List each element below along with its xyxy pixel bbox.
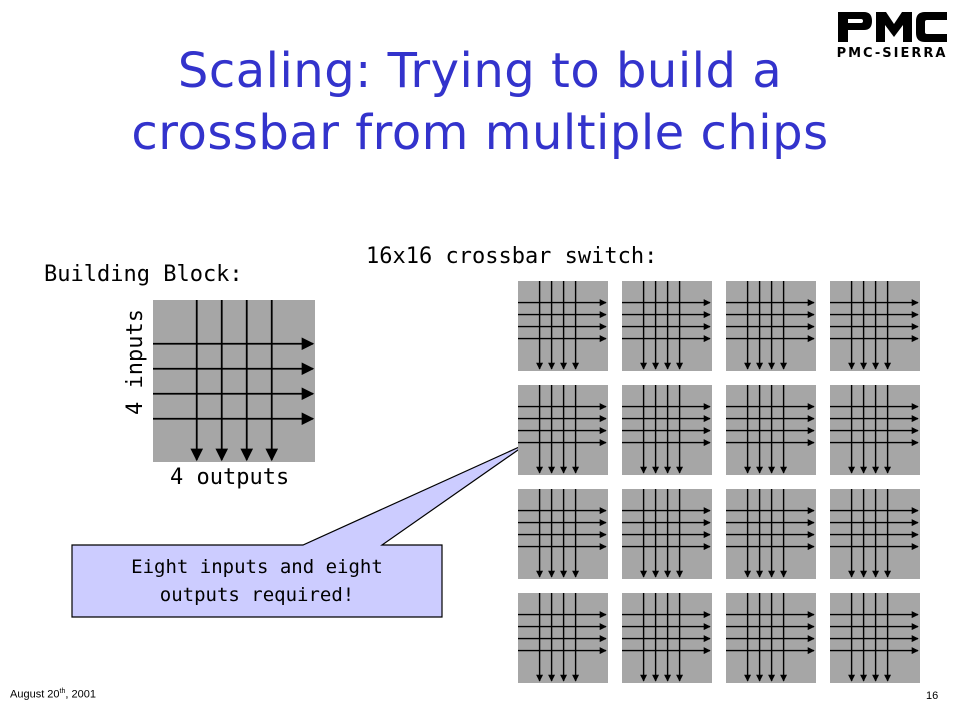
crossbar-chip <box>726 489 816 579</box>
building-block-chip <box>153 300 315 462</box>
crossbar-chip <box>830 385 920 475</box>
crossbar-chip <box>518 385 608 475</box>
crossbar-chip-grid <box>518 281 920 683</box>
footer-date-main: August 20 <box>10 688 60 701</box>
crossbar-chip <box>726 593 816 683</box>
crossbar-label: 16x16 crossbar switch: <box>366 244 658 269</box>
crossbar-chip <box>726 385 816 475</box>
slide-title: Scaling: Trying to build a crossbar from… <box>60 40 900 164</box>
page-number: 16 <box>926 690 939 702</box>
callout-line-1: Eight inputs and eight <box>131 556 383 578</box>
crossbar-chip <box>830 281 920 371</box>
crossbar-chip <box>622 593 712 683</box>
pmc-sierra-logo: PMC-SIERRA <box>832 8 952 70</box>
crossbar-chip <box>518 281 608 371</box>
pmc-logo-mark <box>838 12 947 42</box>
callout-bubble <box>71 442 529 618</box>
crossbar-chip <box>622 489 712 579</box>
footer-date-year: , 2001 <box>65 688 96 701</box>
title-line-2: crossbar from multiple chips <box>131 105 829 161</box>
crossbar-chip <box>622 281 712 371</box>
footer-date: August 20th, 2001 <box>10 688 96 701</box>
building-block <box>153 300 315 462</box>
crossbar-chip <box>518 489 608 579</box>
building-block-label: Building Block: <box>44 262 243 287</box>
crossbar-chip <box>518 593 608 683</box>
footer-date-sup: th <box>59 688 66 695</box>
callout-line-2: outputs required! <box>159 584 355 606</box>
crossbar-chip <box>830 489 920 579</box>
chip-body <box>153 300 315 462</box>
title-line-1: Scaling: Trying to build a <box>177 43 783 99</box>
outputs-label: 4 outputs <box>170 465 290 490</box>
crossbar-chip <box>622 385 712 475</box>
crossbar-chip <box>830 593 920 683</box>
crossbar-chip <box>726 281 816 371</box>
logo-subtext: PMC-SIERRA <box>836 46 948 61</box>
callout-text: Eight inputs and eight outputs required! <box>72 545 442 617</box>
